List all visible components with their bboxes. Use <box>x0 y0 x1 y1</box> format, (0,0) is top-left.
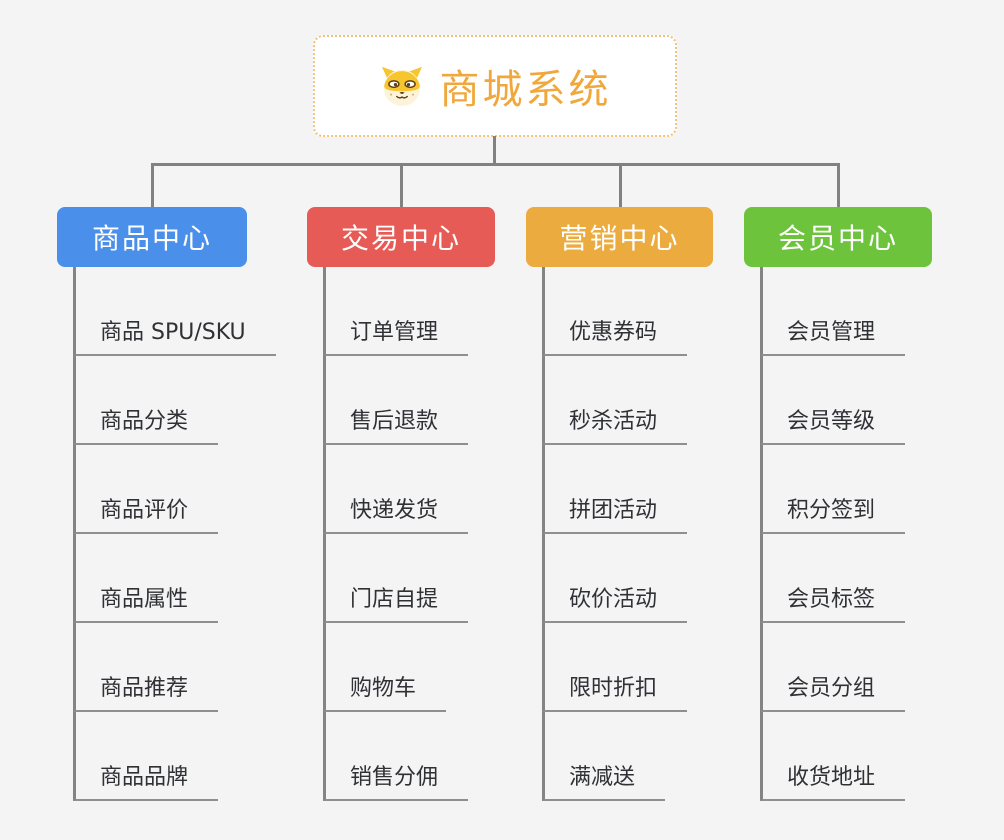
child-node[interactable]: 秒杀活动 <box>542 356 688 445</box>
child-list-marketing-center: 优惠券码秒杀活动拼团活动砍价活动限时折扣满减送 <box>542 267 688 801</box>
child-node[interactable]: 优惠券码 <box>542 267 688 356</box>
child-node[interactable]: 商品分类 <box>73 356 219 445</box>
child-node[interactable]: 商品评价 <box>73 445 219 534</box>
branch-node-trade-center[interactable]: 交易中心 <box>307 207 495 267</box>
branch-member-center: 会员中心会员管理会员等级积分签到会员标签会员分组收货地址 <box>744 207 932 801</box>
child-node[interactable]: 售后退款 <box>323 356 469 445</box>
child-node[interactable]: 满减送 <box>542 712 666 801</box>
branch-node-product-center[interactable]: 商品中心 <box>57 207 247 267</box>
child-list-member-center: 会员管理会员等级积分签到会员标签会员分组收货地址 <box>760 267 906 801</box>
dog-face-icon <box>379 65 425 107</box>
child-node[interactable]: 商品属性 <box>73 534 219 623</box>
child-node[interactable]: 会员分组 <box>760 623 906 712</box>
child-node[interactable]: 商品品牌 <box>73 712 219 801</box>
branch-marketing-center: 营销中心优惠券码秒杀活动拼团活动砍价活动限时折扣满减送 <box>526 207 713 801</box>
child-node[interactable]: 门店自提 <box>323 534 469 623</box>
connector-drop <box>836 164 840 208</box>
child-node[interactable]: 订单管理 <box>323 267 469 356</box>
branch-node-marketing-center[interactable]: 营销中心 <box>526 207 713 267</box>
connector-root-stub <box>493 136 496 164</box>
child-node[interactable]: 商品推荐 <box>73 623 219 712</box>
child-node[interactable]: 商品 SPU/SKU <box>73 267 276 356</box>
child-node[interactable]: 收货地址 <box>760 712 906 801</box>
branch-trade-center: 交易中心订单管理售后退款快递发货门店自提购物车销售分佣 <box>307 207 495 801</box>
child-node[interactable]: 限时折扣 <box>542 623 688 712</box>
child-node[interactable]: 砍价活动 <box>542 534 688 623</box>
child-node[interactable]: 拼团活动 <box>542 445 688 534</box>
branch-node-member-center[interactable]: 会员中心 <box>744 207 932 267</box>
connector-drop <box>150 164 154 208</box>
child-node[interactable]: 会员标签 <box>760 534 906 623</box>
root-title: 商城系统 <box>439 67 612 113</box>
connector-drop <box>618 164 622 208</box>
child-node[interactable]: 快递发货 <box>323 445 469 534</box>
child-node[interactable]: 销售分佣 <box>323 712 469 801</box>
child-list-trade-center: 订单管理售后退款快递发货门店自提购物车销售分佣 <box>323 267 469 801</box>
child-node[interactable]: 购物车 <box>323 623 447 712</box>
child-node[interactable]: 会员管理 <box>760 267 906 356</box>
connector-drop <box>399 164 403 208</box>
child-node[interactable]: 积分签到 <box>760 445 906 534</box>
root-node[interactable]: 商城系统 <box>313 35 677 137</box>
connector-bus <box>151 163 840 166</box>
child-node[interactable]: 会员等级 <box>760 356 906 445</box>
